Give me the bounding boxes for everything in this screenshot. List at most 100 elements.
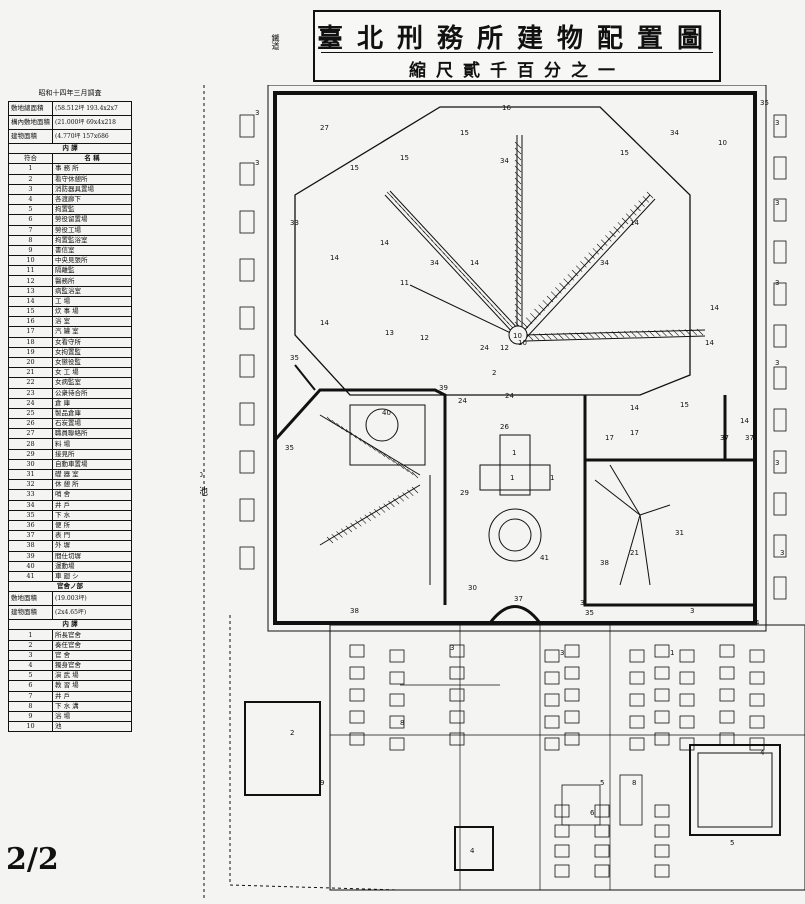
- item-code: 20: [8, 356, 53, 369]
- residence-houses: [239, 114, 787, 878]
- building-number-label: 9: [320, 779, 324, 787]
- item-code: 19: [8, 346, 53, 358]
- site-plan: 池 10 10 16151515153434343433271414141414…: [194, 84, 805, 900]
- official-summary-label: 建物面積: [8, 605, 53, 621]
- building-number-label: 1: [550, 474, 554, 482]
- hatch-mark: [696, 328, 704, 336]
- legend-row: 符合名 稱: [8, 153, 132, 165]
- item-name: 自動車置場: [52, 458, 132, 471]
- item-name: 公衆待合所: [52, 387, 132, 399]
- wing-hatching: [326, 141, 704, 544]
- hatch-mark: [514, 261, 522, 269]
- hatch-mark: [411, 486, 419, 494]
- page-mark: 2/2: [6, 842, 59, 877]
- building-number-label: 21: [630, 549, 639, 557]
- hatch-mark: [621, 217, 629, 225]
- item-code: 23: [8, 387, 53, 399]
- hatch-mark: [609, 230, 616, 238]
- building-number-label: 37: [720, 434, 729, 442]
- central-cross: [479, 464, 551, 491]
- house-block: [773, 198, 787, 222]
- house-block: [654, 644, 670, 658]
- summary-value: (58.512坪 193.4x2x7: [52, 101, 132, 116]
- item-code: 12: [8, 275, 53, 287]
- central-watch-post: [508, 325, 528, 345]
- item-code: 36: [8, 519, 53, 532]
- hatch-mark: [617, 331, 625, 338]
- item-code: 35: [8, 509, 53, 521]
- item-code: 32: [8, 479, 53, 491]
- item-name: 中央見張所: [52, 255, 132, 267]
- building-number-label: 3: [255, 109, 259, 117]
- house-block: [773, 282, 787, 306]
- hatch-mark: [563, 332, 570, 340]
- official-summary-value: (2x4.65坪): [52, 605, 132, 621]
- building-number-label: 24: [458, 397, 467, 405]
- hatch-mark: [397, 462, 405, 470]
- building-number-label: 8: [400, 719, 404, 727]
- house-block: [449, 688, 465, 702]
- building-number-label: 38: [600, 559, 609, 567]
- hatch-mark: [326, 536, 334, 544]
- official-item-code: 4: [8, 659, 53, 672]
- legend-row: 内 譯: [8, 619, 132, 631]
- house-block: [654, 732, 670, 746]
- house-block: [654, 688, 670, 702]
- house-block: [544, 671, 560, 685]
- hatch-mark: [672, 329, 679, 336]
- item-code: 8: [8, 234, 53, 246]
- building-number-label: 10: [718, 139, 727, 147]
- item-name: 女 工 場: [52, 367, 132, 379]
- hatch-mark: [359, 517, 367, 524]
- director-residence-plot: [244, 701, 321, 796]
- item-name: 工 場: [52, 295, 132, 308]
- pond-number: 10: [200, 471, 203, 479]
- hatch-mark: [407, 468, 414, 476]
- summary-label: 敷地總面積: [8, 101, 53, 116]
- hatch-mark: [514, 297, 522, 305]
- building-number-label: 3: [580, 599, 584, 607]
- building-number-label: 8: [632, 779, 636, 787]
- building-number-label: 1: [670, 649, 674, 657]
- building-number-label: 15: [680, 401, 689, 409]
- item-name: 外 塀: [52, 540, 132, 552]
- legend-row: 建物面積(4.770坪 157x686: [8, 129, 132, 144]
- building-number-label: 37: [514, 595, 523, 603]
- item-code: 29: [8, 448, 53, 460]
- hatch-mark: [514, 315, 522, 323]
- inner-wall-west: [273, 388, 447, 605]
- item-name: 運動場: [52, 560, 132, 572]
- item-name: 隔離監: [52, 265, 132, 277]
- building-number-label: 34: [430, 259, 439, 267]
- house-block: [594, 864, 610, 878]
- hatch-mark: [678, 329, 685, 336]
- building-number-label: 3: [560, 649, 564, 657]
- hatch-mark: [584, 256, 591, 264]
- item-name: 醫務所: [52, 275, 132, 287]
- building-number-label: 30: [468, 584, 477, 592]
- building-number-label: 3: [690, 607, 694, 615]
- house-block: [773, 240, 787, 264]
- house-block: [654, 864, 670, 878]
- hatch-mark: [514, 243, 522, 251]
- item-name: 消防器具置場: [52, 183, 132, 195]
- house-block: [561, 784, 601, 826]
